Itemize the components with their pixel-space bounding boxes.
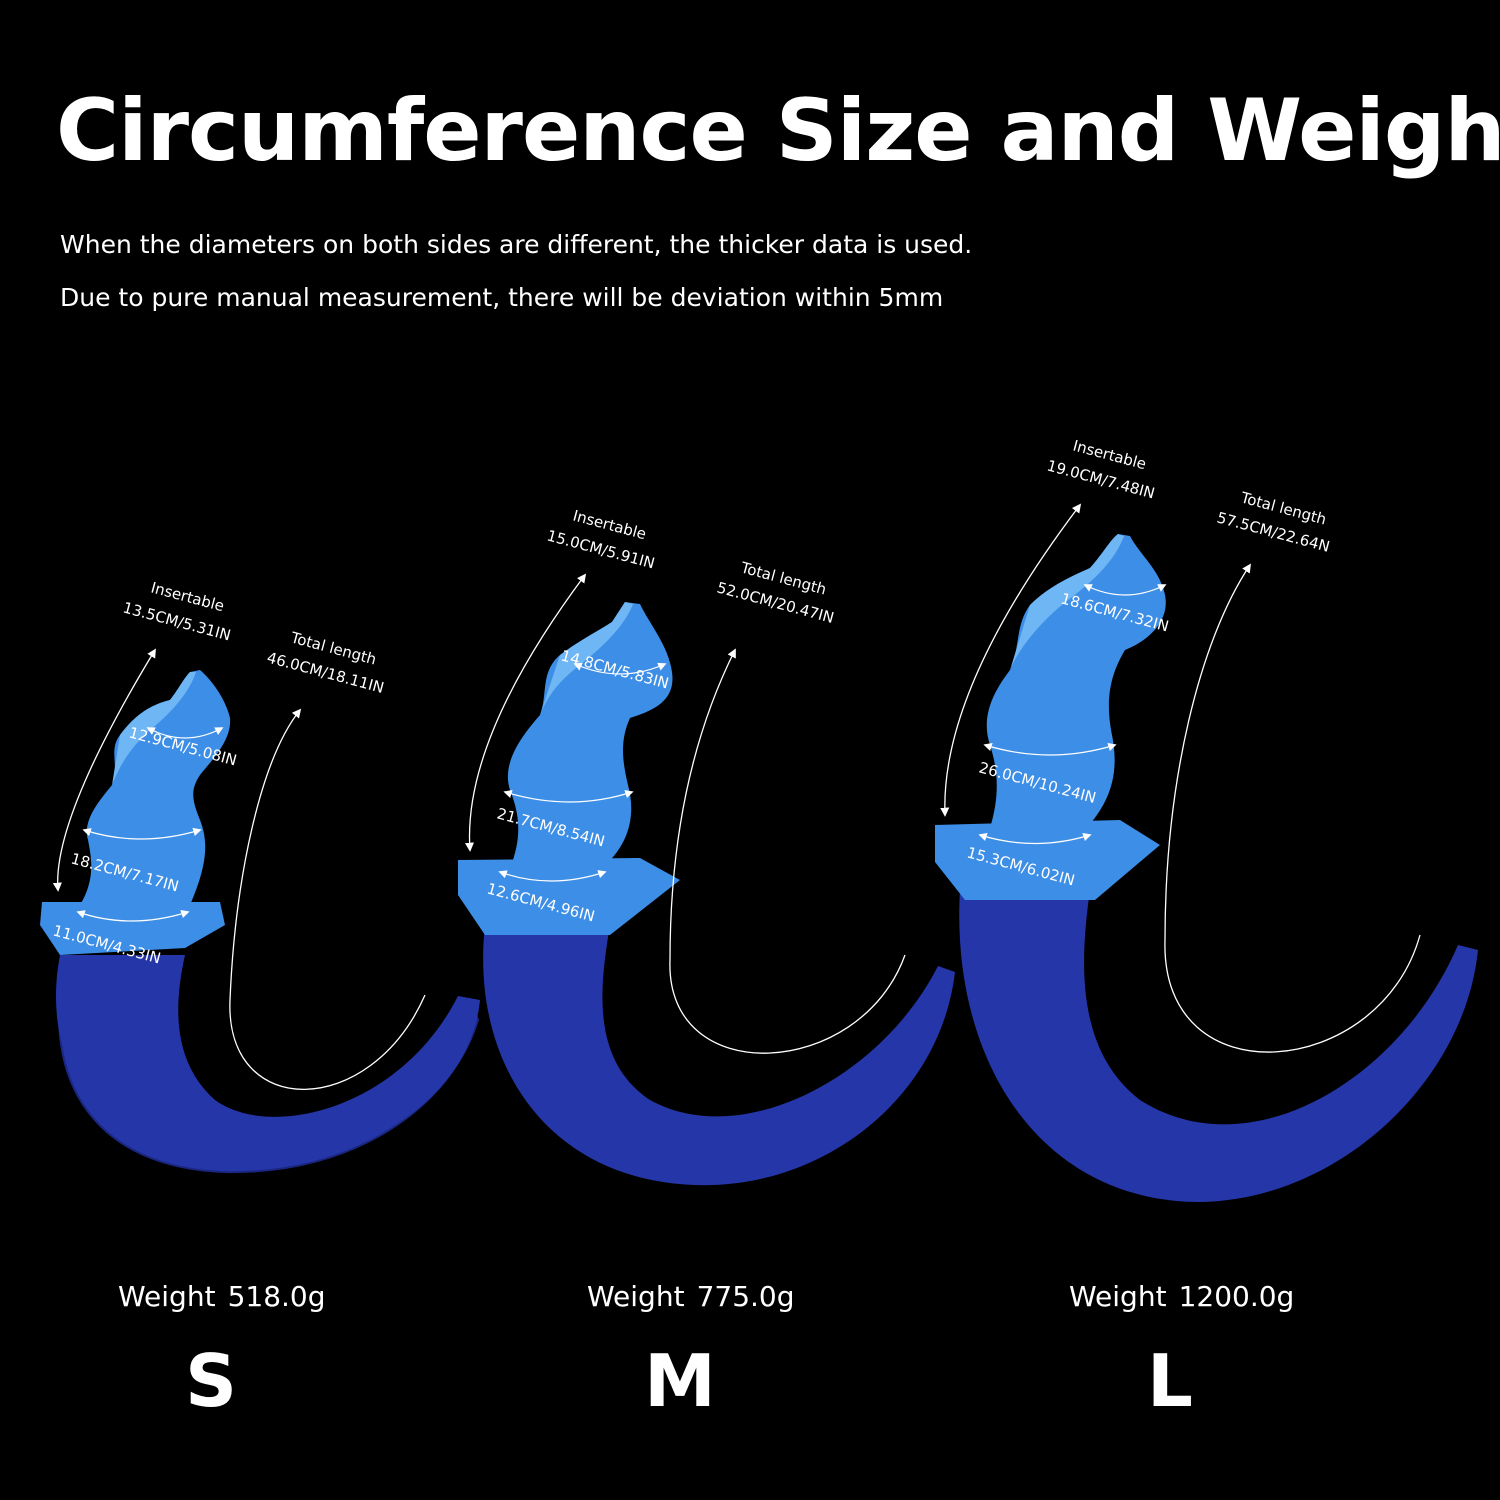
product-l-illustration: Insertable 19.0CM/7.48IN Total length 57…	[935, 436, 1478, 1202]
product-l-weight-label: Weight	[1069, 1280, 1167, 1313]
product-s-plug	[40, 670, 231, 955]
product-m-tail	[483, 925, 955, 1186]
note-measurement-deviation: Due to pure manual measurement, there wi…	[60, 283, 944, 312]
product-m-weight: Weight 775.0g	[587, 1283, 795, 1311]
product-s-plug-highlight	[112, 672, 196, 785]
product-l-tail	[959, 890, 1478, 1202]
size-m-label: M	[644, 1339, 716, 1423]
product-m-weight-label: Weight	[587, 1280, 685, 1313]
size-s-label: S	[185, 1339, 237, 1423]
product-s-weight-value: 518.0g	[227, 1280, 326, 1313]
note-thicker-diameter: When the diameters on both sides are dif…	[60, 230, 973, 259]
size-l-label: L	[1147, 1339, 1193, 1423]
product-l-weight-value: 1200.0g	[1178, 1280, 1295, 1313]
product-m-illustration: Insertable 15.0CM/5.91IN Total length 52…	[458, 506, 955, 1186]
product-s-weight: Weight 518.0g	[118, 1283, 326, 1311]
page-title: Circumference Size and Weight	[56, 81, 1500, 181]
product-s-weight-label: Weight	[118, 1280, 216, 1313]
product-s-tail-body	[56, 955, 480, 1166]
product-s-illustration: Insertable 13.5CM/5.31IN Total length 46…	[40, 578, 480, 1174]
product-l-plug-highlight	[1010, 534, 1124, 670]
product-l-weight: Weight 1200.0g	[1069, 1283, 1294, 1311]
product-m-weight-value: 775.0g	[696, 1280, 795, 1313]
product-m-plug-highlight	[540, 602, 633, 715]
